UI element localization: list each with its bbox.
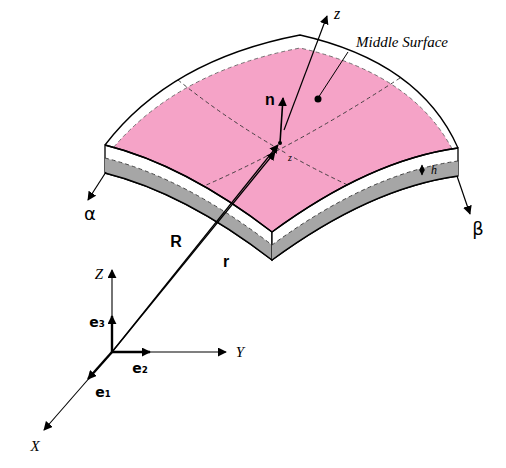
thickness-label: h bbox=[431, 164, 437, 176]
middle-surface bbox=[105, 48, 458, 245]
z-axis bbox=[284, 16, 327, 130]
axis-label: Z bbox=[95, 267, 103, 282]
global-axis bbox=[44, 352, 112, 430]
beta-arrow bbox=[457, 176, 470, 214]
leader-dot bbox=[315, 96, 322, 103]
base-vector bbox=[88, 352, 112, 379]
top-outline bbox=[105, 35, 458, 148]
position-vector bbox=[112, 145, 278, 352]
alpha-arrow bbox=[88, 172, 106, 200]
side-face-edge bbox=[105, 173, 458, 260]
point-marker bbox=[278, 141, 282, 145]
alpha-curve bbox=[178, 80, 372, 196]
global-axis bbox=[112, 351, 226, 352]
vector-label: n bbox=[265, 92, 275, 108]
vector-label: r bbox=[223, 254, 229, 270]
mid-line bbox=[105, 158, 458, 245]
vector-label: e₁ bbox=[95, 385, 111, 399]
axis-label: z bbox=[334, 6, 340, 22]
axis-label: β bbox=[472, 220, 484, 238]
axis-label: Y bbox=[236, 345, 244, 360]
vector-label: e₃ bbox=[89, 315, 105, 329]
axis-label: z bbox=[287, 153, 293, 163]
callout-label: Middle Surface bbox=[356, 35, 448, 50]
leader-line bbox=[318, 52, 348, 98]
axis-label: α bbox=[84, 205, 96, 223]
normal-vector bbox=[280, 98, 283, 143]
thickness-dimension bbox=[422, 165, 423, 175]
base-vector bbox=[111, 316, 113, 352]
side-face bbox=[105, 145, 272, 260]
side-face-lower bbox=[105, 158, 272, 260]
vector-label: R bbox=[170, 234, 182, 250]
vector-label: e₂ bbox=[132, 361, 148, 375]
top-outline bbox=[105, 145, 458, 232]
axis-label: X bbox=[30, 439, 39, 454]
global-axis bbox=[111, 270, 112, 352]
position-vector bbox=[112, 152, 275, 352]
base-vector bbox=[112, 351, 150, 353]
